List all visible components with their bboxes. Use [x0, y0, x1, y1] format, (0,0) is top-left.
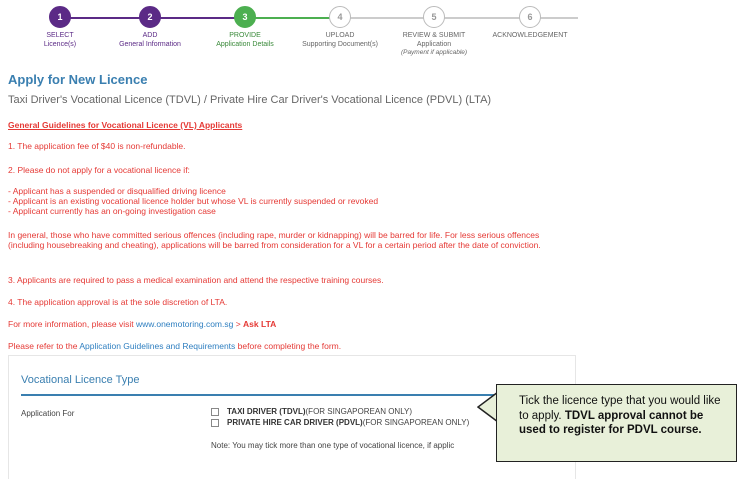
section-divider [21, 394, 567, 396]
step-title: SELECT [46, 32, 74, 39]
refer-line: Please refer to the Application Guidelin… [8, 341, 568, 351]
step-6: 6 ACKNOWLEDGEMENT [480, 6, 580, 40]
step-line-todo [340, 17, 578, 19]
application-for-label: Application For [21, 409, 75, 418]
tdvl-checkbox[interactable] [211, 407, 219, 416]
guideline-bullet-2: - Applicant is an existing vocational li… [8, 196, 379, 206]
step-subtitle: Application [416, 41, 452, 48]
step-title: ADD [142, 32, 158, 39]
licence-note: Note: You may tick more than one type of… [211, 441, 455, 450]
refer-suffix: before completing the form. [235, 341, 342, 351]
page-title: Apply for New Licence [8, 72, 148, 87]
section-title: Vocational Licence Type [21, 374, 140, 386]
guideline-3: 3. Applicants are required to pass a med… [8, 275, 384, 285]
step-line-done [60, 17, 150, 19]
licence-type-card: Vocational Licence Type Application For … [8, 355, 576, 479]
progress-stepper: 1 SELECT Licence(s) 2 ADD General Inform… [0, 0, 741, 62]
step-number: 4 [329, 6, 351, 28]
guideline-bullet-3: - Applicant currently has an on-going in… [8, 206, 216, 216]
refer-prefix: Please refer to the [8, 341, 80, 351]
option-tdvl[interactable]: TAXI DRIVER (TDVL) (FOR SINGAPOREAN ONLY… [211, 407, 412, 416]
tdvl-label: TAXI DRIVER (TDVL) [227, 407, 306, 416]
onemotoring-link[interactable]: www.onemotoring.com.sg [136, 319, 234, 329]
help-callout: Tick the licence type that you would lik… [496, 384, 737, 462]
step-number: 3 [234, 6, 256, 28]
step-title: UPLOAD [325, 32, 355, 39]
step-line-current [150, 17, 245, 19]
step-note: (Payment if applicable) [400, 49, 468, 56]
guideline-general: In general, those who have committed ser… [8, 230, 541, 250]
guideline-2: 2. Please do not apply for a vocational … [8, 165, 190, 175]
step-number: 5 [423, 6, 445, 28]
step-number: 6 [519, 6, 541, 28]
step-number: 2 [139, 6, 161, 28]
step-subtitle: General Information [119, 41, 181, 48]
more-info-line: For more information, please visit www.o… [8, 319, 568, 329]
step-title: PROVIDE [229, 32, 261, 39]
step-2[interactable]: 2 ADD General Information [100, 6, 200, 49]
step-line-green [245, 17, 340, 19]
page-subtitle: Taxi Driver's Vocational Licence (TDVL) … [8, 94, 492, 106]
application-guidelines-link[interactable]: Application Guidelines and Requirements [79, 341, 236, 351]
guideline-1: 1. The application fee of $40 is non-ref… [8, 141, 186, 151]
step-subtitle: Licence(s) [43, 41, 77, 48]
pdvl-qualifier: (FOR SINGAPOREAN ONLY) [362, 418, 470, 427]
pdvl-label: PRIVATE HIRE CAR DRIVER (PDVL) [227, 418, 363, 427]
step-4: 4 UPLOAD Supporting Document(s) [290, 6, 390, 49]
callout-bold-text: TDVL approval cannot be used to register… [519, 409, 704, 437]
callout-text: Tick the licence type that you would lik… [519, 395, 721, 422]
step-3[interactable]: 3 PROVIDE Application Details [195, 6, 295, 49]
tdvl-qualifier: (FOR SINGAPOREAN ONLY) [305, 407, 413, 416]
step-1[interactable]: 1 SELECT Licence(s) [10, 6, 110, 49]
guideline-4: 4. The application approval is at the so… [8, 297, 228, 307]
step-subtitle: Supporting Document(s) [302, 41, 378, 48]
step-title: REVIEW & SUBMIT [402, 32, 466, 39]
step-5: 5 REVIEW & SUBMIT Application (Payment i… [384, 6, 484, 57]
guidelines-heading: General Guidelines for Vocational Licenc… [8, 120, 243, 130]
guideline-bullet-1: - Applicant has a suspended or disqualif… [8, 186, 226, 196]
option-pdvl[interactable]: PRIVATE HIRE CAR DRIVER (PDVL) (FOR SING… [211, 418, 469, 427]
step-title: ACKNOWLEDGEMENT [492, 32, 568, 39]
step-subtitle: Application Details [216, 41, 274, 48]
pdvl-checkbox[interactable] [211, 418, 219, 427]
more-info-separator: > [233, 319, 244, 329]
step-number: 1 [49, 6, 71, 28]
more-info-prefix: For more information, please visit [8, 319, 137, 329]
ask-lta-link[interactable]: Ask LTA [243, 319, 277, 329]
